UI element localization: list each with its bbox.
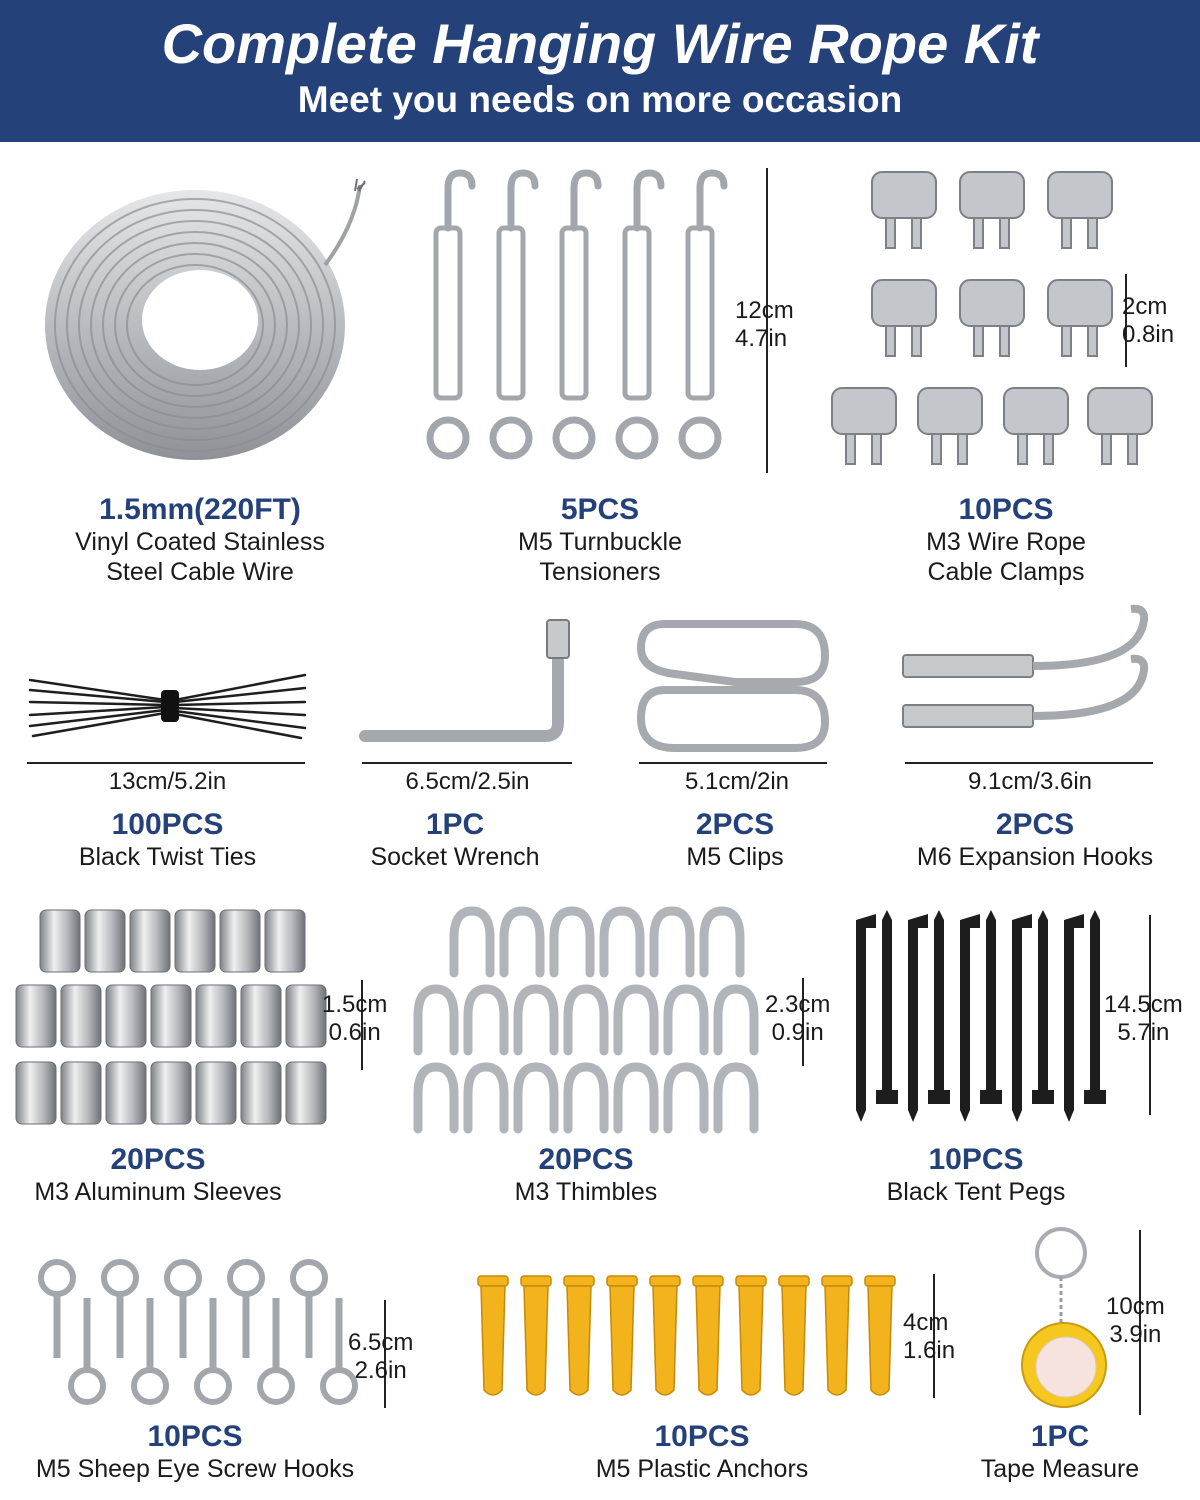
cable-wire-coil-image [45, 178, 366, 460]
page-subtitle: Meet you needs on more occasion [297, 79, 903, 120]
item-qty: 2PCS [695, 808, 775, 841]
dimension-line [802, 978, 804, 1066]
screw-eye-hooks-image [38, 1259, 386, 1408]
item-name: Socket Wrench [370, 843, 540, 871]
item-caption-plastic-anchors: 10PCS M5 Plastic Anchors [552, 1420, 852, 1484]
item-name: Tensioners [539, 558, 661, 586]
item-caption-thimbles: 20PCS M3 Thimbles [436, 1143, 736, 1207]
item-qty: 1.5mm(220FT) [99, 493, 301, 526]
aluminum-sleeves-image [15, 909, 363, 1125]
thimbles-image [413, 906, 759, 1134]
item-name: M5 Turnbuckle [518, 528, 682, 556]
item-qty: 100PCS [111, 808, 224, 841]
item-caption-cable-clamp: 10PCS M3 Wire Rope Cable Clamps [806, 493, 1200, 587]
item-caption-socket-wrench: 1PC Socket Wrench [320, 808, 590, 872]
item-caption-twist-ties: 100PCS Black Twist Ties [0, 808, 335, 872]
item-name: M3 Aluminum Sleeves [34, 1178, 282, 1206]
item-qty: 1PC [425, 808, 485, 841]
item-name: Black Tent Pegs [886, 1178, 1066, 1206]
item-name: M3 Wire Rope [926, 528, 1086, 556]
item-qty: 5PCS [560, 493, 640, 526]
item-qty: 1PC [1030, 1420, 1090, 1453]
twist-ties-image [27, 673, 307, 764]
item-qty: 10PCS [654, 1420, 750, 1453]
item-caption-tent-pegs: 10PCS Black Tent Pegs [826, 1143, 1126, 1207]
socket-wrench-image [359, 619, 572, 764]
item-name: M5 Clips [686, 843, 784, 871]
item-caption-turnbuckle: 5PCS M5 Turnbuckle Tensioners [400, 493, 800, 587]
tent-pegs-image [856, 910, 1151, 1122]
item-qty: 20PCS [110, 1143, 206, 1176]
item-qty: 10PCS [147, 1420, 243, 1453]
item-name: Tape Measure [980, 1455, 1140, 1483]
item-qty: 10PCS [928, 1143, 1024, 1176]
item-qty: 20PCS [538, 1143, 634, 1176]
tape-measure-image [1021, 1227, 1141, 1415]
item-name: Black Twist Ties [78, 843, 257, 871]
expansion-hooks-image [902, 604, 1153, 764]
turnbuckle-image [426, 168, 768, 473]
dimension-label: 9.1cm/3.6in [967, 768, 1093, 795]
item-caption-cable-wire: 1.5mm(220FT) Vinyl Coated Stainless Stee… [0, 493, 400, 587]
dimension-label: 13cm/5.2in [108, 768, 227, 795]
item-name: M6 Expansion Hooks [916, 843, 1154, 871]
item-name: M5 Plastic Anchors [595, 1455, 809, 1483]
item-caption-expansion-hooks: 2PCS M6 Expansion Hooks [880, 808, 1190, 872]
item-qty: 10PCS [958, 493, 1054, 526]
item-name: M5 Sheep Eye Screw Hooks [35, 1455, 355, 1483]
item-name: Steel Cable Wire [106, 558, 294, 586]
cable-clamp-image [831, 171, 1153, 465]
item-name: Cable Clamps [927, 558, 1085, 586]
page-title: Complete Hanging Wire Rope Kit [161, 12, 1039, 75]
plastic-anchors-image [477, 1274, 935, 1398]
item-caption-tape-measure: 1PC Tape Measure [935, 1420, 1185, 1484]
page-header: Complete Hanging Wire Rope Kit Meet you … [0, 0, 1200, 142]
dimension-label: 5.1cm/2in [684, 768, 790, 795]
item-qty: 2PCS [995, 808, 1075, 841]
item-name: M3 Thimbles [514, 1178, 658, 1206]
dimension-label: 6.5cm/2.5in [405, 768, 530, 795]
item-caption-snap-clips: 2PCS M5 Clips [600, 808, 870, 872]
item-name: Vinyl Coated Stainless [75, 528, 325, 556]
item-caption-screw-eye-hooks: 10PCS M5 Sheep Eye Screw Hooks [0, 1420, 390, 1484]
snap-clips-image [636, 620, 830, 764]
item-caption-aluminum-sleeves: 20PCS M3 Aluminum Sleeves [0, 1143, 316, 1207]
